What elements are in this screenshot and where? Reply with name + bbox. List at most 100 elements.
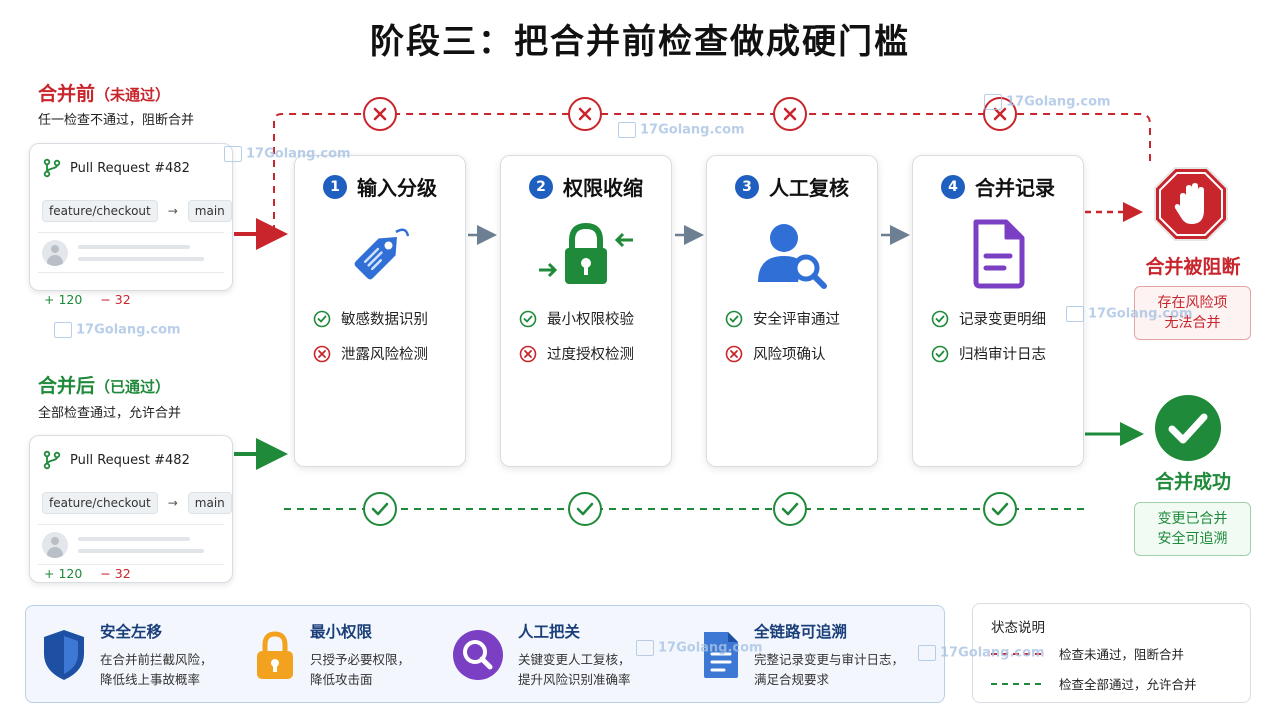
check-item: 安全评审通过 (725, 308, 840, 329)
stage-icon-wrap (913, 218, 1083, 290)
feature-human-review: 人工把关 关键变更人工复核， 提升风险识别准确率 (452, 606, 631, 704)
file-icon (704, 632, 738, 678)
stage-number: 2 (529, 174, 553, 199)
stage-card-2[interactable]: 2 权限收缩 最小权限校验 过度授权检测 (500, 155, 672, 467)
check-item: 泄露风险检测 (313, 343, 428, 364)
legend-red-text: 检查未通过，阻断合并 (1059, 647, 1185, 662)
author-row (42, 240, 204, 266)
check-label: 记录变更明细 (959, 312, 1046, 328)
watermark-logo-icon (618, 122, 636, 138)
before-title: 合并前 (38, 83, 96, 105)
author-row (42, 532, 204, 558)
arrow-right-icon: → (167, 204, 178, 218)
check-icon (576, 502, 594, 516)
before-section-title: 合并前（未通过） (38, 79, 170, 106)
x-icon (578, 107, 592, 121)
pass-node (363, 492, 397, 526)
watermark-logo-icon (1066, 306, 1084, 322)
success-line-1: 变更已合并 (1157, 511, 1228, 527)
watermark-logo-icon (636, 640, 654, 656)
shield-icon (44, 630, 84, 680)
divider (38, 272, 224, 273)
watermark: 17Golang.com (984, 94, 1111, 110)
status-legend: 状态说明 检查未通过，阻断合并 检查全部通过，允许合并 (972, 603, 1251, 703)
pr-card-after[interactable]: Pull Request #482 feature/checkout → mai… (29, 435, 233, 583)
check-item: 敏感数据识别 (313, 308, 428, 329)
check-item: 过度授权检测 (519, 343, 634, 364)
source-branch-chip: feature/checkout (42, 200, 158, 222)
stage-title: 合并记录 (975, 176, 1055, 200)
check-label: 过度授权检测 (547, 347, 634, 363)
git-branch-icon (43, 450, 61, 470)
check-label: 安全评审通过 (753, 312, 840, 328)
stage-header: 4 合并记录 (913, 172, 1083, 201)
watermark-logo-icon (984, 94, 1002, 110)
check-circle-icon (931, 310, 949, 327)
stage-header: 1 输入分级 (295, 172, 465, 201)
check-item: 风险项确认 (725, 343, 840, 364)
user-search-icon (758, 224, 827, 289)
branch-row: feature/checkout → main (42, 200, 232, 222)
fail-node (773, 97, 807, 131)
feature-title: 安全左移 (100, 623, 163, 641)
check-item: 最小权限校验 (519, 308, 634, 329)
deletions-count: − 32 (100, 566, 131, 581)
fail-node (363, 97, 397, 131)
divider (38, 232, 224, 233)
legend-title: 状态说明 (991, 620, 1045, 636)
feature-desc-1: 在合并前拦截风险， (100, 652, 213, 667)
check-label: 最小权限校验 (547, 312, 634, 328)
stage-number: 4 (941, 174, 965, 199)
blocked-route-line (273, 113, 1151, 232)
blocked-line-2: 无法合并 (1164, 315, 1221, 331)
check-label: 风险项确认 (753, 347, 826, 363)
magnifier-icon (453, 630, 503, 680)
watermark: 17Golang.com (54, 322, 181, 338)
feature-desc-1: 只授予必要权限， (310, 652, 411, 667)
watermark: 17Golang.com (224, 146, 351, 162)
x-icon (993, 107, 1007, 121)
success-label: 合并成功 (1154, 471, 1231, 493)
watermark: 17Golang.com (918, 645, 1045, 661)
check-item: 记录变更明细 (931, 308, 1046, 329)
placeholder-lines (78, 245, 204, 261)
stage-icon-wrap (295, 218, 465, 290)
feature-panel: 安全左移 在合并前拦截风险， 降低线上事故概率 最小权限 只授予必要权限， 降低… (25, 605, 945, 703)
stage-card-1[interactable]: 1 输入分级 敏感数据识别 泄露风险检测 (294, 155, 466, 467)
check-icon (371, 502, 389, 516)
stage-title: 权限收缩 (563, 176, 643, 200)
diff-stats: + 120 − 32 (44, 566, 131, 584)
target-branch-chip: main (187, 200, 232, 222)
stage-card-3[interactable]: 3 人工复核 安全评审通过 风险项确认 (706, 155, 878, 467)
stage-title: 人工复核 (769, 176, 849, 200)
pass-node (773, 492, 807, 526)
after-status: （已通过） (95, 378, 171, 396)
stage-card-4[interactable]: 4 合并记录 记录变更明细 归档审计日志 (912, 155, 1084, 467)
arrow-right-icon: → (167, 496, 178, 510)
before-status: （未通过） (95, 86, 171, 104)
watermark-logo-icon (54, 322, 72, 338)
legend-row-pass: 检查全部通过，允许合并 (991, 674, 1197, 693)
pr-title: Pull Request #482 (70, 160, 190, 176)
stage-number: 3 (735, 174, 759, 199)
check-circle-icon (725, 310, 743, 327)
watermark: 17Golang.com (618, 122, 745, 138)
stage-header: 3 人工复核 (707, 172, 877, 201)
avatar (42, 532, 68, 558)
blocked-box: 存在风险项 无法合并 (1134, 286, 1251, 340)
target-branch-chip: main (187, 492, 232, 514)
feature-least-privilege: 最小权限 只授予必要权限， 降低攻击面 (254, 606, 410, 704)
feature-title: 人工把关 (518, 623, 581, 641)
divider (38, 524, 224, 525)
blocked-line-1: 存在风险项 (1157, 295, 1228, 311)
legend-green-dash (991, 682, 1041, 685)
check-item: 归档审计日志 (931, 343, 1046, 364)
after-desc: 全部检查通过，允许合并 (38, 406, 182, 421)
check-label: 泄露风险检测 (341, 347, 428, 363)
x-circle-icon (313, 345, 331, 362)
success-box: 变更已合并 安全可追溯 (1134, 502, 1251, 556)
watermark-logo-icon (918, 645, 936, 661)
watermark: 17Golang.com (1066, 306, 1193, 322)
stage-checks: 最小权限校验 过度授权检测 (519, 308, 634, 364)
